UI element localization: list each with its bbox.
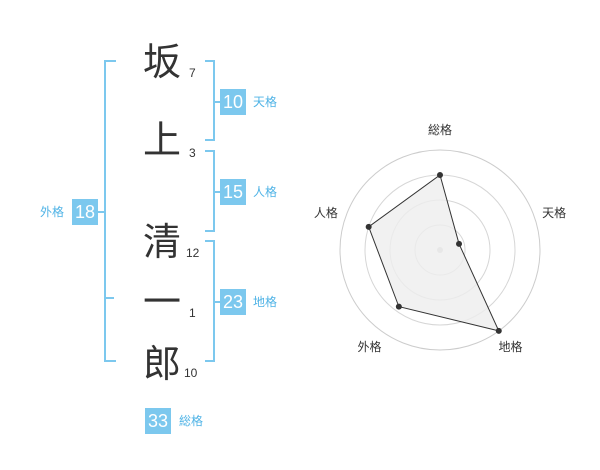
tenkaku-label: 天格 <box>253 95 278 109</box>
stroke-count-3: 12 <box>186 246 200 260</box>
name-char-4: 一 <box>142 280 181 324</box>
jinkaku-badge: 15 <box>220 179 247 205</box>
radar-point-1 <box>437 172 443 178</box>
chikaku-label: 地格 <box>253 295 278 309</box>
gaikaku-badge: 18 <box>72 199 99 225</box>
name-char-2: 上 <box>142 118 181 162</box>
jinkaku-label: 人格 <box>253 185 278 199</box>
stroke-count-1: 7 <box>189 66 196 80</box>
radar-point-4 <box>395 303 402 310</box>
radar-point-2 <box>456 240 463 247</box>
radar-axis-label-4: 外格 <box>357 339 381 354</box>
radar-polygon <box>368 174 500 332</box>
stroke-count-4: 1 <box>189 306 196 320</box>
radar-axis-label-1: 総格 <box>428 122 452 137</box>
radar-axis-label-3: 地格 <box>499 339 523 354</box>
radar-axis-label-2: 天格 <box>542 205 566 220</box>
soukaku-label: 総格 <box>179 414 204 428</box>
radar-axis-label-5: 人格 <box>314 205 338 220</box>
soukaku-badge: 33 <box>145 408 172 434</box>
jinkaku-connector <box>213 191 221 193</box>
stroke-count-2: 3 <box>189 146 196 160</box>
tenkaku-connector <box>213 101 221 103</box>
surname-divider <box>104 297 114 299</box>
radar-point-5 <box>365 223 372 230</box>
tenkaku-badge: 10 <box>220 89 247 115</box>
gaikaku-label: 外格 <box>40 205 65 219</box>
stroke-count-5: 10 <box>184 366 198 380</box>
radar-point-3 <box>495 327 502 334</box>
tenkaku-bracket <box>205 60 215 141</box>
chikaku-badge: 23 <box>220 289 247 315</box>
name-char-1: 坂 <box>142 40 181 84</box>
chikaku-connector <box>213 301 221 303</box>
gaikaku-bracket <box>104 60 116 362</box>
name-char-5: 郎 <box>142 342 181 386</box>
name-char-3: 清 <box>142 220 181 264</box>
gaikaku-connector <box>96 211 105 213</box>
